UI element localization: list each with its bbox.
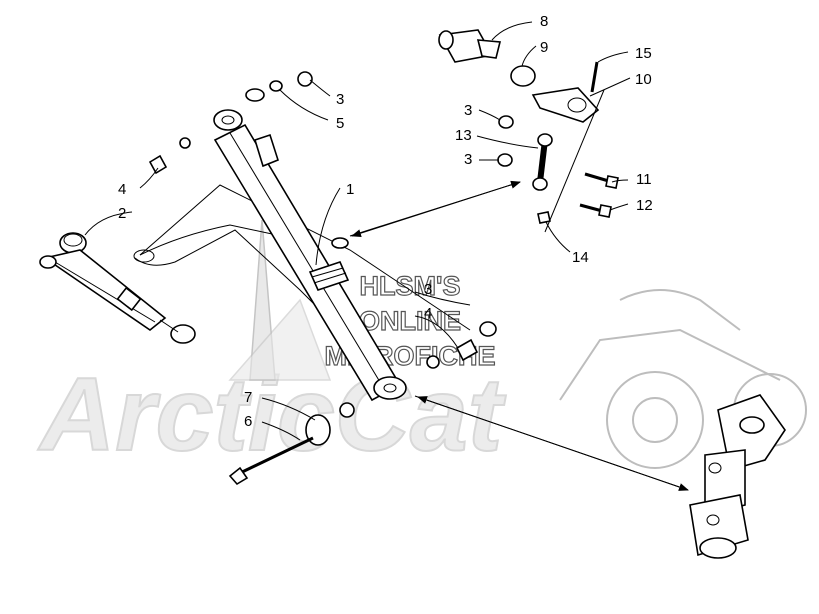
spindle	[689, 394, 786, 559]
watermark-line2: ONLINE	[359, 306, 461, 336]
upper-right-assembly	[438, 29, 619, 233]
part-10	[531, 87, 600, 123]
callout-3a: 3	[336, 91, 344, 108]
callout-12: 12	[636, 197, 653, 214]
callout-7: 7	[244, 389, 252, 406]
shock-absorber[interactable]	[213, 109, 407, 402]
watermark: ArcticCat HLSM'S ONLINE MICROFICHE	[36, 219, 807, 474]
callout-9: 9	[540, 39, 548, 56]
callout-3b: 3	[464, 102, 472, 119]
callout-15: 15	[635, 45, 652, 62]
callout-4a: 4	[118, 181, 126, 198]
upper-hardware	[148, 71, 313, 175]
callout-5: 5	[336, 115, 344, 132]
callout-8: 8	[540, 13, 548, 30]
watermark-motorcycle-icon	[559, 289, 807, 469]
arrow-leaders	[349, 180, 689, 491]
callout-leaders	[84, 21, 631, 441]
washer-5	[269, 80, 283, 92]
callout-13: 13	[455, 127, 472, 144]
callout-3d: 3	[424, 281, 432, 298]
bushing-4	[148, 154, 168, 175]
callout-14: 14	[572, 249, 589, 266]
callouts: 1 2 3 3 3 3 4 4 5 6 7 8 9 10 11 12 13 14…	[118, 13, 653, 430]
watermark-line1: HLSM'S	[360, 271, 461, 301]
callout-4b: 4	[424, 305, 432, 322]
callout-2: 2	[118, 205, 126, 222]
callout-6: 6	[244, 413, 252, 430]
watermark-spire-icon	[228, 219, 332, 381]
callout-11: 11	[636, 171, 652, 188]
callout-10: 10	[635, 71, 652, 88]
steering-damper[interactable]	[39, 232, 196, 344]
callout-3c: 3	[464, 151, 472, 168]
callout-1: 1	[346, 181, 354, 198]
nut-3-top	[297, 71, 313, 87]
part-9	[510, 65, 536, 87]
lower-hardware	[228, 321, 497, 486]
